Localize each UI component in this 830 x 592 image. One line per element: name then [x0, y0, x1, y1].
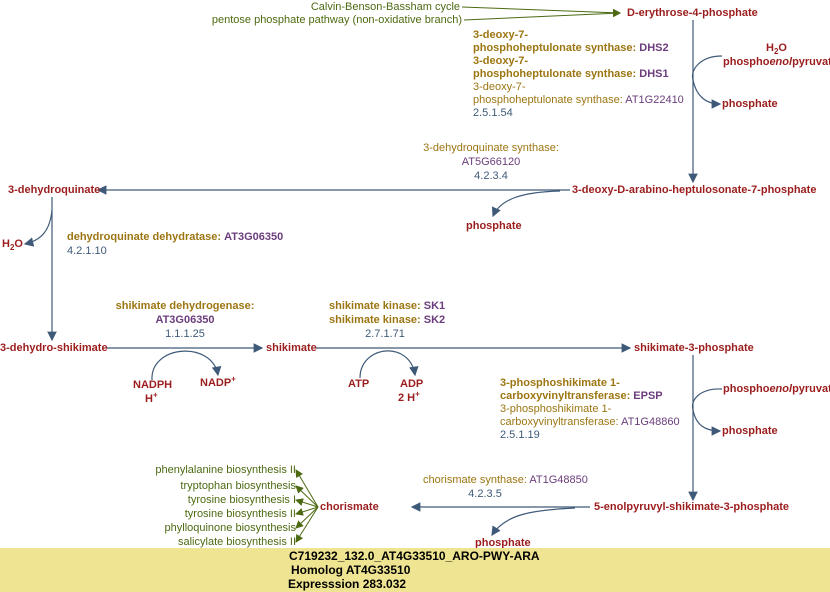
pathway-link-calvin[interactable]: Calvin-Benson-Bassham cycle: [310, 1, 460, 13]
metabolite-dhs[interactable]: 3-dehydro-shikimate: [0, 342, 108, 354]
metabolite-atp[interactable]: ATP: [348, 378, 370, 390]
info-footer: C719232_132.0_AT4G33510_ARO-PWY-ARA Homo…: [0, 548, 830, 592]
enzyme-sdh-block: shikimate dehydrogenase: AT3G06350 1.1.1…: [110, 299, 260, 341]
enzyme-name[interactable]: 3-phosphoshikimate 1-: [500, 403, 612, 415]
enzyme-name[interactable]: shikimate dehydrogenase:: [115, 300, 255, 312]
footer-homolog: Homolog AT4G33510: [291, 563, 411, 577]
gene-at1g48850[interactable]: AT1G48850: [529, 474, 588, 486]
gene-at3g06350[interactable]: AT3G06350: [224, 231, 284, 243]
ec-number[interactable]: 2.5.1.19: [500, 429, 540, 441]
ec-number[interactable]: 4.2.3.4: [474, 170, 508, 182]
metabolite-dahp[interactable]: 3-deoxy-D-arabino-heptulosonate-7-phosph…: [572, 184, 817, 196]
metabolite-pep[interactable]: phosphoenolpyruvate: [723, 56, 830, 68]
enzyme-name[interactable]: shikimate kinase:: [329, 300, 421, 312]
ec-number[interactable]: 1.1.1.25: [165, 328, 205, 340]
metabolite-h2o[interactable]: H2O: [2, 238, 23, 253]
metabolite-hplus[interactable]: H+: [145, 390, 158, 405]
ec-number[interactable]: 2.5.1.54: [473, 107, 513, 119]
gene-at1g22410[interactable]: AT1G22410: [625, 94, 684, 106]
enzyme-dhs-block: 3-deoxy-7- phosphoheptulonate synthase: …: [473, 29, 684, 120]
enzyme-name[interactable]: 3-deoxy-7-: [473, 55, 529, 67]
enzyme-name[interactable]: phosphoheptulonate synthase:: [473, 68, 637, 80]
enzyme-name[interactable]: dehydroquinate dehydratase:: [67, 231, 222, 243]
metabolite-phosphate[interactable]: phosphate: [722, 98, 778, 110]
enzyme-name[interactable]: 3-deoxy-7-: [473, 81, 526, 93]
gene-dhs2[interactable]: DHS2: [639, 42, 669, 54]
gene-at5g66120[interactable]: AT5G66120: [461, 156, 521, 168]
metabolite-phosphate[interactable]: phosphate: [475, 537, 531, 549]
ec-number[interactable]: 4.2.3.5: [468, 488, 502, 500]
ec-number[interactable]: 4.2.1.10: [67, 245, 107, 257]
gene-epsp[interactable]: EPSP: [633, 390, 663, 402]
enzyme-name[interactable]: phosphoheptulonate synthase:: [473, 94, 623, 106]
metabolite-s3p[interactable]: shikimate-3-phosphate: [634, 342, 754, 354]
gene-at1g48860[interactable]: AT1G48860: [621, 416, 680, 428]
pathway-link-out[interactable]: tyrosine biosynthesis II: [184, 508, 296, 520]
metabolite-pep[interactable]: phosphoenolpyruvate: [723, 383, 830, 395]
metabolite-adp[interactable]: ADP: [400, 378, 424, 390]
metabolite-h2o[interactable]: H2O: [766, 42, 787, 57]
enzyme-cs-block: chorismate synthase: AT1G48850 4.2.3.5: [423, 473, 588, 501]
metabolite-e4p[interactable]: D-erythrose-4-phosphate: [627, 7, 758, 19]
metabolite-phosphate[interactable]: phosphate: [466, 220, 522, 232]
pathway-link-out[interactable]: salicylate biosynthesis II: [178, 536, 296, 548]
enzyme-name[interactable]: shikimate kinase:: [329, 314, 421, 326]
enzyme-name[interactable]: 3-dehydroquinate synthase:: [423, 142, 559, 154]
metabolite-chorismate[interactable]: chorismate: [320, 501, 379, 513]
enzyme-name[interactable]: 3-phosphoshikimate 1-: [500, 377, 620, 389]
pathway-link-out[interactable]: phylloquinone biosynthesis: [164, 522, 296, 534]
enzyme-dhqd-block: dehydroquinate dehydratase: AT3G06350 4.…: [67, 230, 283, 258]
pathway-link-pentose[interactable]: pentose phosphate pathway (non-oxidative…: [211, 14, 462, 26]
pathway-link-out[interactable]: tryptophan biosynthesis: [180, 480, 296, 492]
footer-expression: Expresssion 283.032: [288, 577, 407, 591]
enzyme-epsp-block: 3-phosphoshikimate 1- carboxyvinyltransf…: [500, 377, 680, 442]
enzyme-dhqs-block: 3-dehydroquinate synthase: AT5G66120 4.2…: [420, 141, 562, 183]
metabolite-epsp[interactable]: 5-enolpyruvyl-shikimate-3-phosphate: [594, 501, 789, 513]
metabolite-dhq[interactable]: 3-dehydroquinate: [8, 184, 101, 196]
enzyme-sk-block: shikimate kinase: SK1 shikimate kinase: …: [329, 299, 445, 341]
metabolite-phosphate[interactable]: phosphate: [722, 425, 778, 437]
enzyme-name[interactable]: carboxyvinyltransferase:: [500, 390, 631, 402]
gene-at3g06350[interactable]: AT3G06350: [155, 314, 215, 326]
metabolite-nadph[interactable]: NADPH: [133, 379, 173, 391]
footer-id: C719232_132.0_AT4G33510_ARO-PWY-ARA: [289, 549, 540, 563]
metabolite-shikimate[interactable]: shikimate: [266, 342, 317, 354]
pathway-link-out[interactable]: phenylalanine biosynthesis II: [155, 464, 296, 476]
enzyme-name[interactable]: chorismate synthase:: [423, 474, 527, 486]
pathway-link-out[interactable]: tyrosine biosynthesis I: [187, 494, 296, 506]
ec-number[interactable]: 2.7.1.71: [365, 328, 405, 340]
metabolite-nadp[interactable]: NADP+: [200, 374, 236, 389]
metabolite-2h[interactable]: 2 H+: [398, 389, 420, 404]
enzyme-name[interactable]: carboxyvinyltransferase:: [500, 416, 619, 428]
enzyme-name[interactable]: 3-deoxy-7-: [473, 29, 529, 41]
enzyme-name[interactable]: phosphoheptulonate synthase:: [473, 42, 637, 54]
gene-sk1[interactable]: SK1: [423, 300, 446, 312]
gene-dhs1[interactable]: DHS1: [639, 68, 669, 80]
gene-sk2[interactable]: SK2: [423, 314, 446, 326]
